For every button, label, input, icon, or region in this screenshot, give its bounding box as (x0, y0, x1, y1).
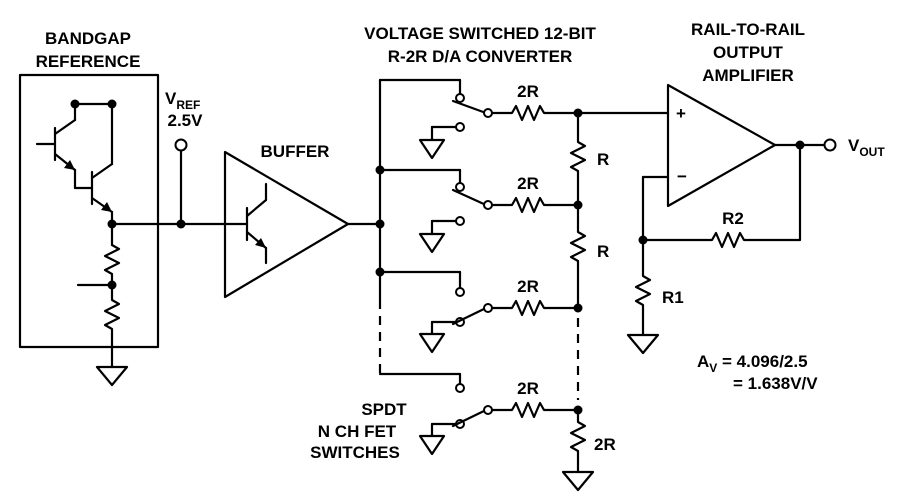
bandgap-reference-block (18, 73, 160, 387)
ground-symbol (418, 232, 446, 254)
spdt-switch-2 (378, 168, 493, 254)
label-r1: R1 (662, 288, 684, 307)
vout-terminal (823, 138, 837, 152)
resistor-r-2 (569, 203, 587, 288)
resistor-2r-terminating (561, 408, 595, 492)
resistor-r1 (626, 238, 660, 355)
bandgap-box (18, 73, 160, 349)
resistor-2r-4 (490, 401, 580, 419)
resistor-2r-3 (490, 299, 580, 317)
label-r-2: R (597, 242, 609, 261)
bandgap-transistor-1 (35, 102, 77, 172)
resistor-r2 (641, 143, 802, 249)
ground-symbol (561, 470, 595, 492)
amp-label-line2: OUTPUT (713, 43, 784, 62)
gain-result: = 1.638V/V (733, 374, 818, 393)
plus-sign: + (676, 104, 686, 123)
resistor-2r-2 (490, 196, 580, 214)
bandgap-resistor-bottom (103, 283, 121, 369)
label-2r-4: 2R (517, 379, 539, 398)
vref-value: 2.5V (168, 111, 204, 130)
buffer-amplifier (223, 150, 350, 299)
vref-terminal (174, 138, 188, 152)
minus-sign: − (677, 167, 687, 186)
spdt-switch-4 (378, 372, 493, 456)
label-2r-term: 2R (594, 435, 616, 454)
junction-dot (795, 140, 805, 150)
junction-dot (375, 219, 385, 229)
amp-label-line3: AMPLIFIER (702, 66, 794, 85)
bandgap-label-line2: REFERENCE (36, 52, 141, 71)
gain-formula: AV = 4.096/2.5 (697, 352, 808, 375)
ground-symbol (626, 333, 660, 355)
spdt-switch-1 (378, 78, 493, 160)
bandgap-transistor-2 (73, 102, 114, 214)
ground-symbol (418, 332, 446, 354)
resistor-r-1 (569, 111, 587, 207)
rail-to-rail-amplifier (666, 83, 777, 208)
amp-label-line1: RAIL-TO-RAIL (691, 20, 805, 39)
ground-symbol (418, 138, 446, 160)
label-2r-1: 2R (517, 82, 539, 101)
ground-symbol (418, 434, 446, 456)
ground-symbol (95, 365, 129, 387)
vout-label: VOUT (848, 136, 885, 159)
spdt-switch-3 (378, 270, 493, 354)
label-2r-3: 2R (517, 277, 539, 296)
label-r2: R2 (722, 209, 744, 228)
dac-label-line2: R-2R D/A CONVERTER (388, 47, 573, 66)
bandgap-resistor-top (103, 243, 121, 287)
resistor-2r-1 (490, 104, 580, 122)
buffer-label: BUFFER (261, 142, 330, 161)
dac-label-line1: VOLTAGE SWITCHED 12-BIT (364, 24, 596, 43)
label-r-1: R (597, 150, 609, 169)
bandgap-label-line1: BANDGAP (45, 29, 131, 48)
vref-label: VREF (165, 89, 200, 112)
label-2r-2: 2R (517, 174, 539, 193)
switches-label-line1: SPDT (361, 400, 407, 419)
switches-label-line3: SWITCHES (310, 443, 400, 462)
switches-label-line2: N CH FET (318, 422, 397, 441)
